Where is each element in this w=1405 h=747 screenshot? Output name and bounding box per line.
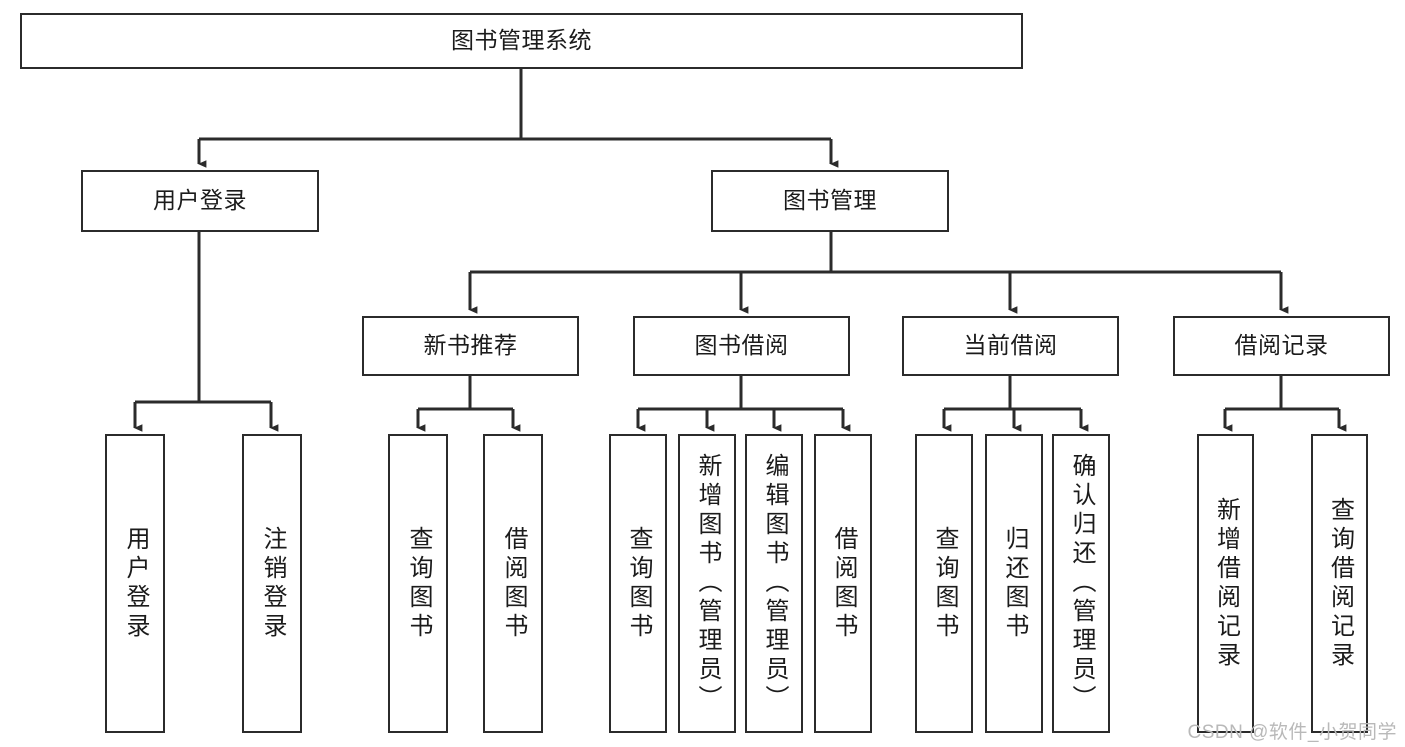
node-label: 借阅图书 — [500, 525, 527, 642]
node-label: 图书管理系统 — [451, 27, 592, 54]
node-leaf-query-book-1[interactable]: 查询图书 — [388, 434, 448, 733]
node-label: 图书借阅 — [694, 332, 789, 359]
node-leaf-edit-book[interactable]: 编辑图书（管理员） — [745, 434, 803, 733]
csdn-watermark: CSDN @软件_小贺同学 — [1187, 722, 1397, 743]
node-leaf-add-record[interactable]: 新增借阅记录 — [1197, 434, 1254, 733]
node-system-root[interactable]: 图书管理系统 — [20, 13, 1023, 69]
node-leaf-user-login[interactable]: 用户登录 — [105, 434, 165, 733]
node-label: 查询借阅记录 — [1326, 496, 1354, 671]
node-leaf-borrow-book-1[interactable]: 借阅图书 — [483, 434, 543, 733]
node-label: 借阅图书 — [830, 525, 857, 642]
node-label: 新书推荐 — [423, 332, 518, 359]
node-leaf-confirm-return[interactable]: 确认归还（管理员） — [1052, 434, 1110, 733]
node-leaf-borrow-book-2[interactable]: 借阅图书 — [814, 434, 872, 733]
node-leaf-logout[interactable]: 注销登录 — [242, 434, 302, 733]
node-leaf-return-book[interactable]: 归还图书 — [985, 434, 1043, 733]
node-book-borrowing[interactable]: 图书借阅 — [633, 316, 850, 376]
node-leaf-query-book-2[interactable]: 查询图书 — [609, 434, 667, 733]
node-label: 注销登录 — [259, 525, 286, 642]
node-label: 编辑图书（管理员） — [761, 453, 788, 714]
node-leaf-query-record[interactable]: 查询借阅记录 — [1311, 434, 1368, 733]
node-current-borrowing[interactable]: 当前借阅 — [902, 316, 1119, 376]
node-label: 查询图书 — [625, 525, 652, 642]
node-label: 用户登录 — [122, 525, 149, 642]
node-label: 新增借阅记录 — [1212, 496, 1240, 671]
node-new-book-recommendation[interactable]: 新书推荐 — [362, 316, 579, 376]
node-label: 用户登录 — [153, 187, 247, 214]
node-label: 查询图书 — [931, 525, 958, 642]
node-borrowing-record[interactable]: 借阅记录 — [1173, 316, 1390, 376]
node-leaf-add-book[interactable]: 新增图书（管理员） — [678, 434, 736, 733]
node-leaf-query-book-3[interactable]: 查询图书 — [915, 434, 973, 733]
node-user-login[interactable]: 用户登录 — [81, 170, 319, 232]
node-label: 确认归还（管理员） — [1068, 453, 1095, 714]
node-label: 归还图书 — [1001, 525, 1028, 642]
node-label: 当前借阅 — [963, 332, 1058, 359]
node-label: 查询图书 — [405, 525, 432, 642]
node-label: 借阅记录 — [1234, 332, 1329, 359]
node-label: 图书管理 — [783, 187, 877, 214]
node-book-management[interactable]: 图书管理 — [711, 170, 949, 232]
node-label: 新增图书（管理员） — [694, 453, 721, 714]
